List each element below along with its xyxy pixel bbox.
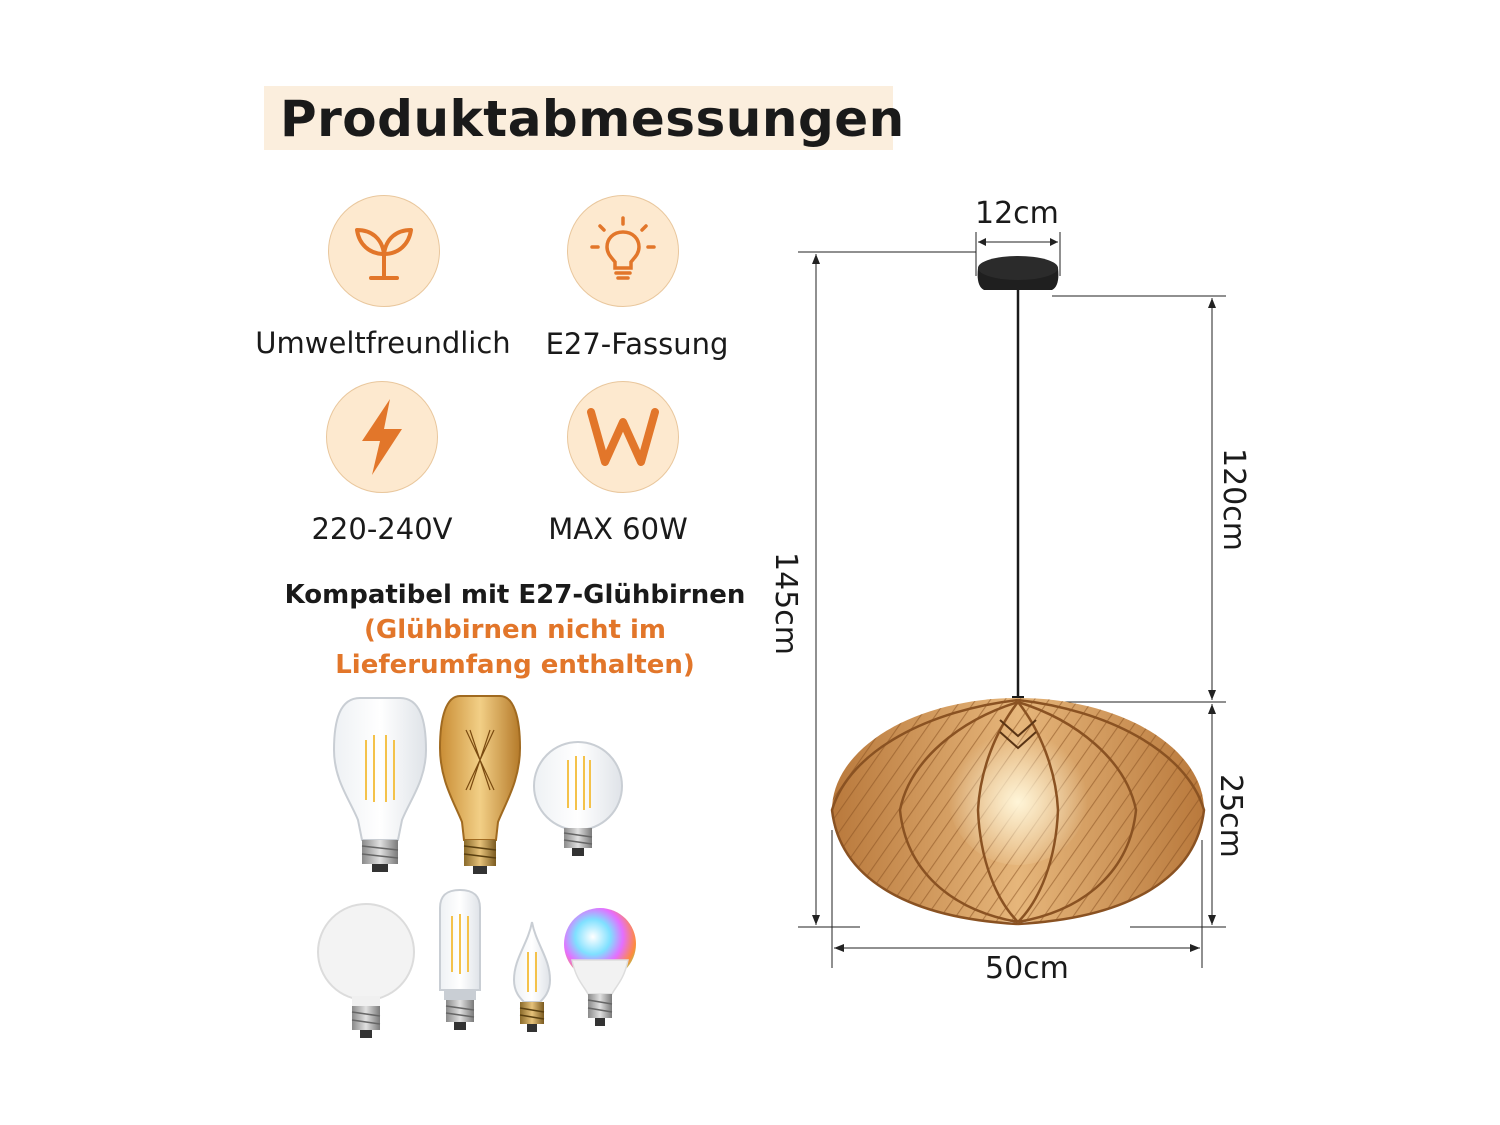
compatibility-note-line2: Lieferumfang enthalten): [335, 650, 695, 680]
shade-height-dimension: [1130, 704, 1226, 928]
rattan-pumpkin-shade: [830, 698, 1206, 926]
watt-w-icon: [567, 381, 679, 493]
feature-label-socket: E27-Fassung: [545, 327, 729, 361]
bulb-candle-flame: [512, 921, 552, 1032]
shade-width-dimension: [831, 830, 1203, 968]
light-bulb-icon: [567, 195, 679, 307]
feature-label-wattage: MAX 60W: [548, 512, 688, 546]
bulb-g95-globe: [533, 741, 623, 856]
compatibility-note-line1: (Glühbirnen nicht im: [363, 615, 667, 645]
bulb-st64-clear: [332, 697, 428, 872]
canopy-width-dimension: [975, 232, 1061, 276]
bulb-rgb-smart: [564, 908, 636, 1026]
compatibility-heading: Kompatibel mit E27-Glühbirnen: [284, 580, 746, 610]
dim-shade-height-label: 25cm: [1213, 774, 1248, 858]
dim-total-height-label: 145cm: [768, 552, 803, 655]
page-title: Produktabmessungen: [280, 90, 905, 148]
feature-label-eco: Umweltfreundlich: [255, 326, 511, 360]
bulb-edison-amber: [438, 695, 522, 874]
title-background: [264, 86, 893, 150]
compatibility-note-1: (Glühbirnen nicht im: [250, 613, 780, 648]
lightning-bolt-icon: [326, 381, 438, 493]
bulb-milky-globe: [317, 903, 415, 1038]
dim-shade-width-label: 50cm: [985, 951, 1069, 986]
feature-label-voltage: 220-240V: [311, 512, 453, 546]
bulb-tubular-t45: [439, 888, 481, 1030]
leaf-sprout-icon: [328, 195, 440, 307]
compatibility-note-2: Lieferumfang enthalten): [250, 648, 780, 683]
compatible-bulbs-illustration: [317, 695, 636, 1038]
dim-cord-length-label: 120cm: [1216, 448, 1251, 551]
dim-canopy-width-label: 12cm: [975, 196, 1059, 231]
total-height-dimension: [798, 251, 976, 928]
cord-length-dimension: [1026, 295, 1226, 703]
lamp-dimension-diagram: [798, 232, 1226, 968]
